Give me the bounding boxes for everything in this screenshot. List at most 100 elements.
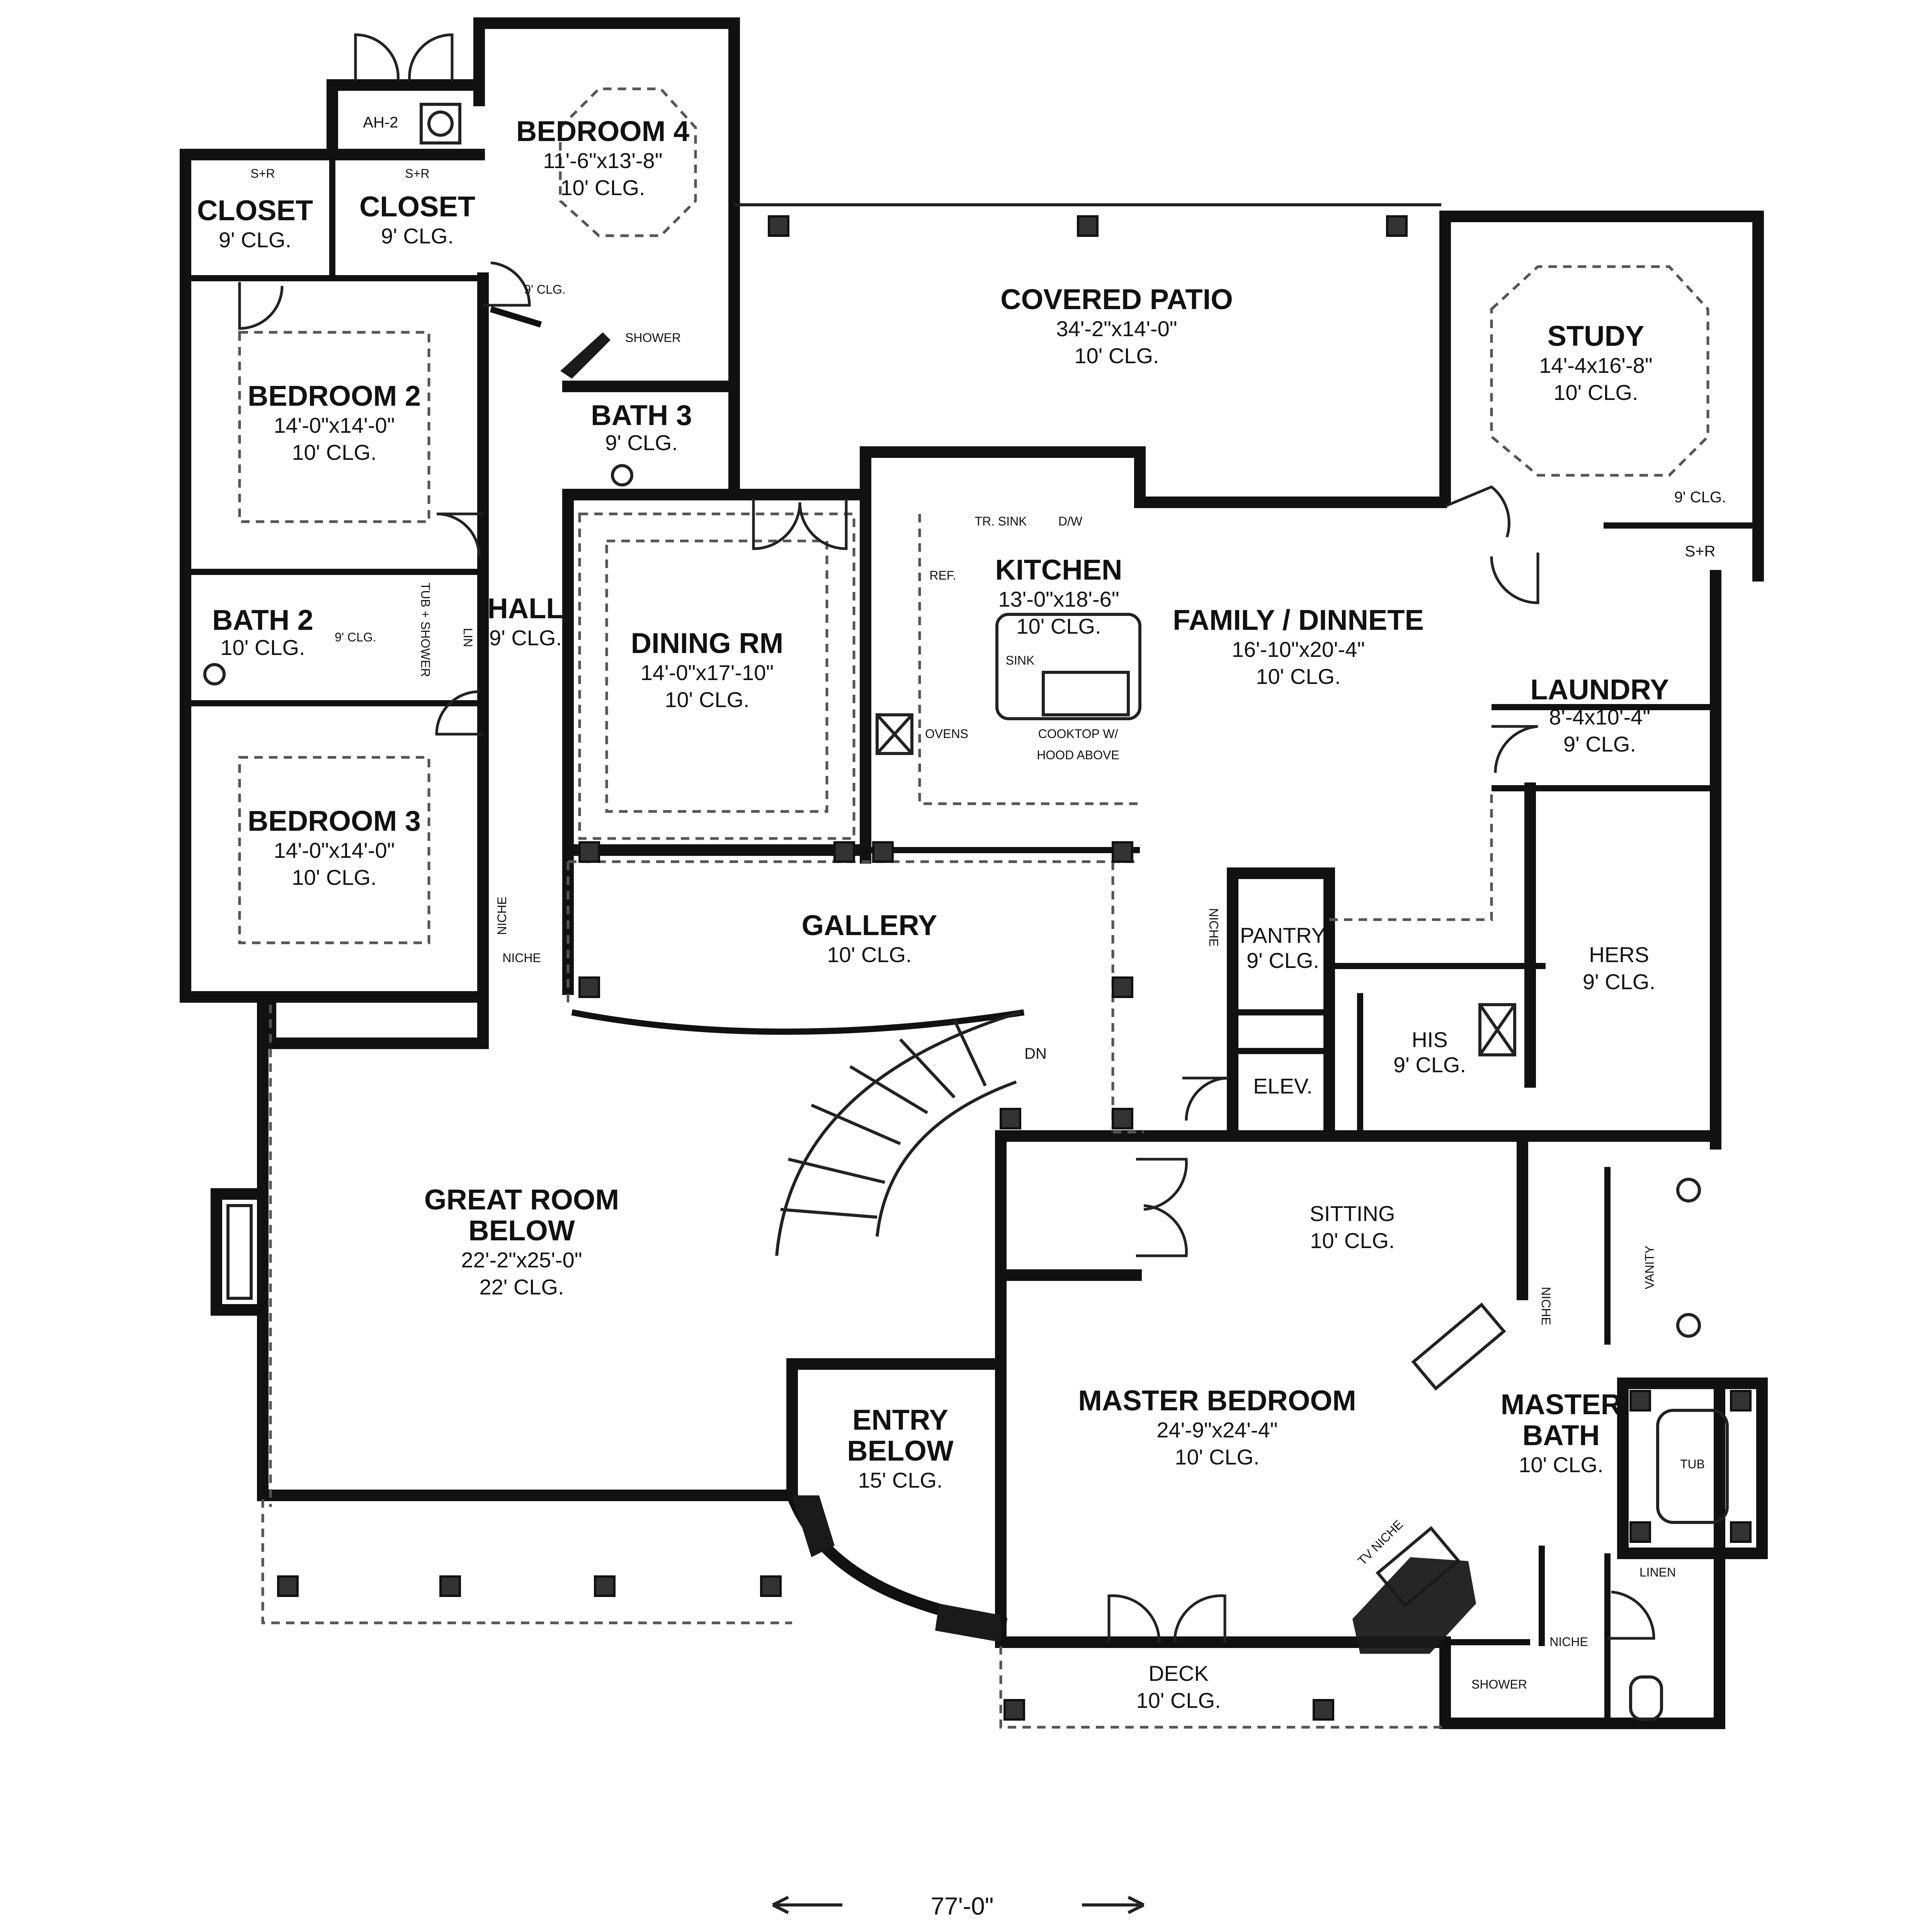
niche-cabinet	[1411, 1302, 1506, 1391]
elev-name: ELEV.	[1253, 1074, 1313, 1098]
his-unit	[1478, 1003, 1516, 1056]
great-room-below: BELOW	[468, 1214, 575, 1247]
bedroom4-size: 11'-6"x13'-8"	[543, 148, 662, 173]
niche3-name: NICHE	[1539, 1287, 1553, 1325]
kitchen-trsink: TR. SINK	[975, 514, 1027, 528]
study-clg2: 9' CLG.	[1674, 489, 1726, 506]
covered-patio-clg: 10' CLG.	[1074, 344, 1159, 368]
toilet	[1629, 1675, 1663, 1721]
master-bath-name2: BATH	[1522, 1419, 1600, 1451]
column	[1629, 1390, 1651, 1412]
dn-label: DN	[1024, 1045, 1047, 1062]
sitting-clg: 10' CLG.	[1310, 1228, 1395, 1253]
columns	[277, 215, 1752, 1721]
bath2-tub: TUB + SHOWER	[418, 583, 432, 677]
curved-stair	[775, 1011, 1021, 1256]
column	[1629, 1521, 1651, 1543]
range	[1042, 671, 1130, 716]
ah-unit	[420, 103, 461, 145]
bath2-lin: LIN	[461, 628, 475, 647]
entry-name: ENTRY	[852, 1404, 948, 1436]
bedroom3-name: BEDROOM 3	[248, 805, 421, 837]
dining-clg: 10' CLG.	[665, 687, 749, 712]
master-bath-niche: NICHE	[1549, 1635, 1588, 1649]
study-shelf: S+R	[1685, 543, 1716, 560]
hers-name: HERS	[1589, 942, 1649, 967]
column	[760, 1575, 782, 1597]
column	[1112, 841, 1133, 863]
study-size: 14'-4x16'-8"	[1539, 353, 1652, 378]
column	[277, 1575, 299, 1597]
vanity-label: VANITY	[1643, 1245, 1656, 1289]
closet1-shelf: S+R	[250, 167, 275, 180]
family-size: 16'-10"x20'-4"	[1232, 637, 1365, 662]
niche1-name: NICHE	[495, 896, 509, 935]
kitchen-ref: REF.	[929, 568, 956, 582]
hers-clg: 9' CLG.	[1583, 969, 1655, 994]
bath2-clg: 10' CLG.	[220, 635, 305, 660]
walls	[180, 17, 1768, 1729]
deck-name: DECK	[1148, 1661, 1209, 1685]
great-room-clg: 22' CLG.	[479, 1275, 564, 1299]
bath2-name: BATH 2	[212, 604, 313, 636]
study-clg: 10' CLG.	[1553, 380, 1638, 405]
dining-size: 14'-0"x17'-10"	[641, 660, 774, 685]
ceiling-lines	[238, 87, 1709, 1729]
covered-patio-name: COVERED PATIO	[1000, 283, 1233, 315]
kitchen-size: 13'-0"x18'-6"	[998, 587, 1119, 611]
entry-clg: 15' CLG.	[858, 1468, 942, 1492]
master-bedroom-name: MASTER BEDROOM	[1078, 1384, 1356, 1417]
master-bath-name: MASTER	[1501, 1388, 1621, 1420]
column	[578, 841, 600, 863]
ah-name: AH-2	[363, 114, 398, 131]
niche2-name: NICHE	[502, 951, 541, 965]
great-room-name: GREAT ROOM	[424, 1184, 619, 1216]
study-name: STUDY	[1548, 320, 1645, 352]
fixtures	[203, 103, 1729, 1721]
kitchen-clg: 10' CLG.	[1016, 614, 1101, 638]
kitchen-ovens: OVENS	[925, 727, 968, 741]
bath2-clg2: 9' CLG.	[335, 630, 376, 644]
bedroom3-clg: 10' CLG.	[292, 865, 376, 889]
bath3-clg: 9' CLG.	[605, 430, 678, 455]
master-bedroom-clg: 10' CLG.	[1175, 1445, 1259, 1469]
column	[1112, 976, 1133, 998]
laundry-clg: 9' CLG.	[1563, 732, 1636, 756]
gallery-clg: 10' CLG.	[827, 942, 912, 967]
entry-below: BELOW	[847, 1435, 954, 1467]
bedroom2-clg: 10' CLG.	[292, 440, 376, 464]
closet1-clg: 9' CLG.	[219, 228, 291, 252]
great-room-size: 22'-2"x25'-0"	[461, 1248, 582, 1272]
laundry-name: LAUNDRY	[1530, 673, 1669, 706]
bedroom4-clg: 10' CLG.	[560, 175, 645, 200]
master-bedroom-size: 24'-9"x24'-4"	[1156, 1418, 1277, 1442]
column	[768, 215, 789, 237]
overall-width: 77'-0"	[930, 1892, 993, 1920]
pantry-clg: 9' CLG.	[1247, 948, 1319, 973]
overall-dimension: 77'-0"	[772, 1892, 1145, 1920]
fireplace-hearth	[226, 1204, 253, 1300]
hall-name: HALL	[487, 592, 563, 624]
kitchen-name: KITCHEN	[995, 554, 1122, 586]
family-name: FAMILY / DINNETE	[1173, 604, 1424, 636]
tub	[1656, 1409, 1729, 1524]
column	[1003, 1699, 1025, 1721]
column	[1386, 215, 1408, 237]
pantry-name: PANTRY	[1240, 923, 1326, 947]
closet2-shelf: S+R	[405, 167, 429, 180]
closet2-name: CLOSET	[359, 190, 475, 223]
column	[1730, 1521, 1752, 1543]
family-clg: 10' CLG.	[1256, 664, 1340, 689]
his-name: HIS	[1412, 1027, 1447, 1052]
tv-niche-label: TV NICHE	[1355, 1517, 1406, 1568]
gallery-name: GALLERY	[802, 909, 937, 941]
bedroom2-name: BEDROOM 2	[248, 380, 421, 412]
master-bath-tub: TUB	[1680, 1457, 1705, 1471]
hall-clg: 9' CLG.	[489, 626, 562, 650]
master-bath-shower: SHOWER	[1471, 1677, 1527, 1691]
covered-patio-size: 34'-2"x14'-0"	[1056, 316, 1177, 341]
column	[578, 976, 600, 998]
column	[872, 841, 894, 863]
hall-small-clg: 9' CLG.	[524, 282, 565, 296]
